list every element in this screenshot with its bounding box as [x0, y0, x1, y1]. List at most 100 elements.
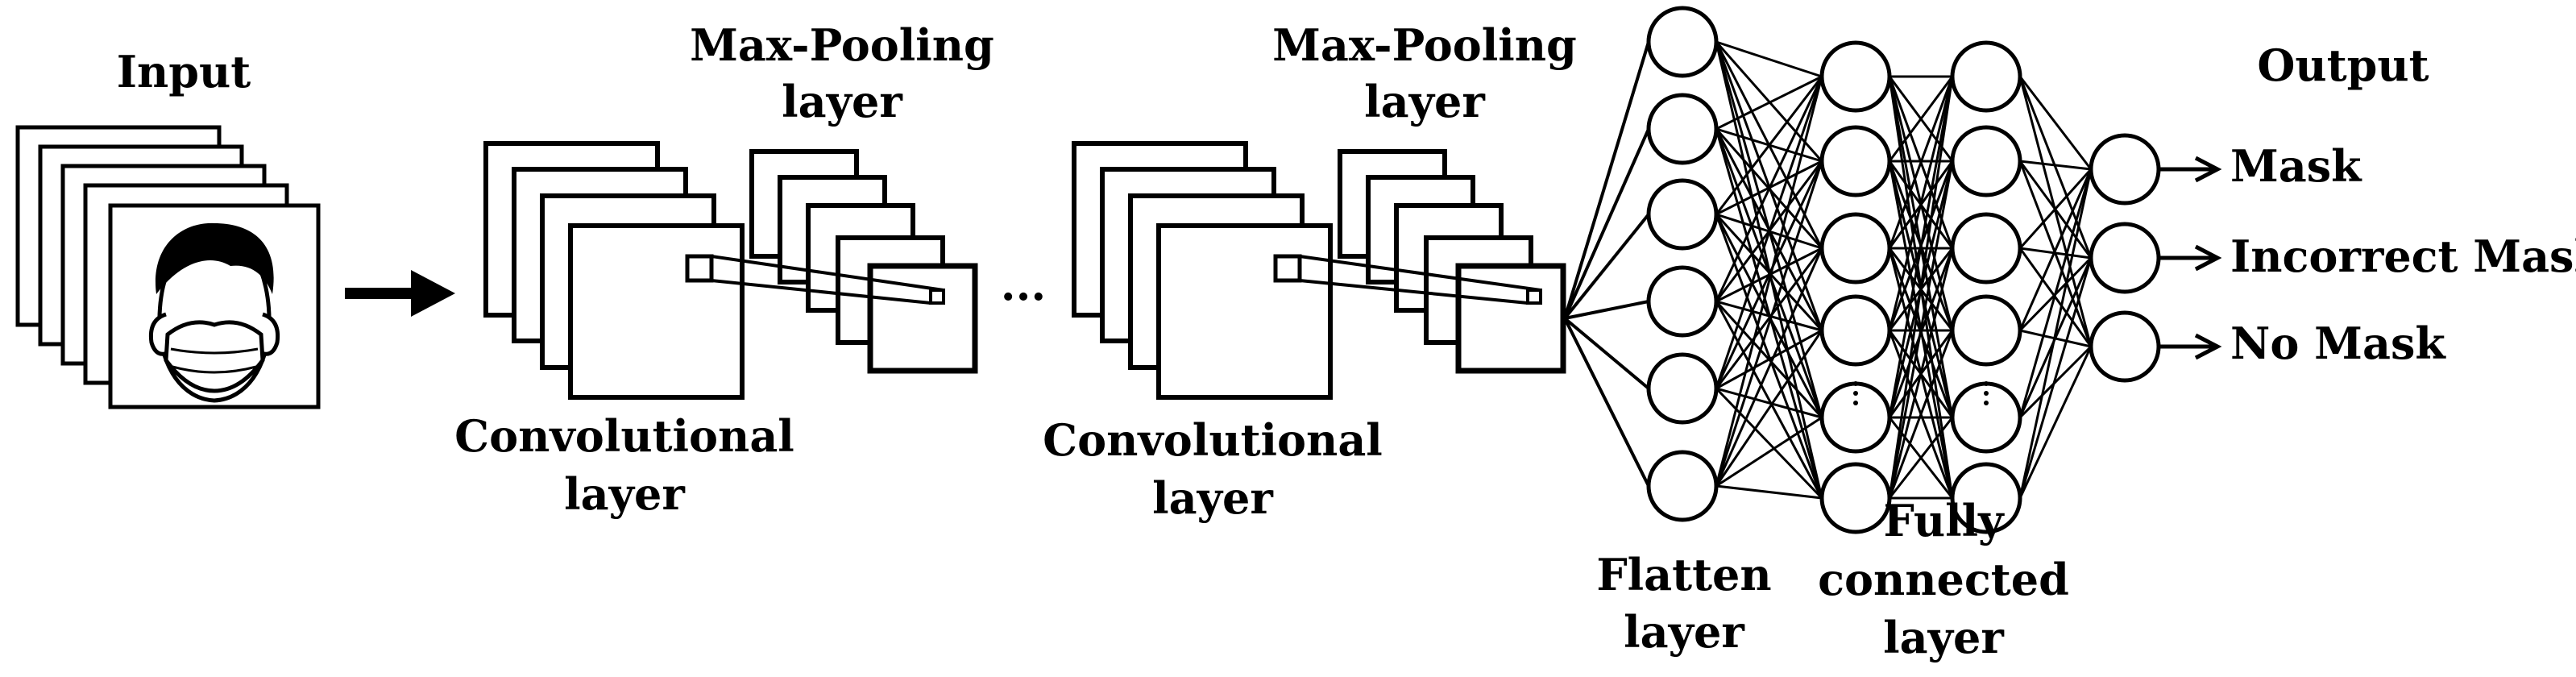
pool2-projection-top	[1299, 255, 1541, 292]
fc1-to-fc2-edge-5-1	[1888, 160, 1954, 499]
input-image-stack	[15, 125, 321, 409]
fc2-node-5	[1950, 462, 2022, 534]
fc1-to-fc2-edge-5-3	[1888, 330, 1954, 499]
fc1-to-fc2-edge-3-0	[1888, 76, 1954, 331]
fc2-to-output-edge-0-0	[2018, 76, 2093, 170]
flatten-to-fc1-edge-4-5	[1715, 387, 1823, 500]
conv2-frame-4	[1156, 223, 1333, 400]
pool1-label-line2: layer	[782, 76, 902, 127]
input-label: Input	[117, 46, 251, 98]
fc2-ellipsis-dot-0	[1984, 381, 1989, 386]
fc-label-line2: connected	[1818, 554, 2069, 605]
output-label-mask: Mask	[2230, 140, 2362, 192]
flatten-label-line2: layer	[1624, 606, 1744, 658]
fc2-to-output-edge-5-2	[2018, 346, 2093, 499]
flatten-label-line1: Flatten	[1596, 549, 1771, 600]
pool1-label-line1: Max-Pooling	[690, 19, 994, 71]
flatten-to-fc1-edge-3-3	[1715, 300, 1823, 332]
fc2-ellipsis-dot-1	[1984, 391, 1989, 396]
pool1-projection-bottom	[711, 279, 931, 305]
flatten-node-3	[1646, 265, 1719, 338]
pool-to-flatten-edge-1	[1563, 128, 1650, 319]
conv-layer-stack-2	[1072, 141, 1333, 400]
flatten-to-fc1-edge-5-4	[1715, 416, 1823, 488]
fc1-node-5	[1819, 462, 1892, 534]
conv1-kernel	[685, 254, 714, 283]
output-arrow-head-0	[2194, 156, 2222, 183]
fc2-to-output-edge-2-0	[2018, 168, 2093, 250]
fc1-node-1	[1819, 125, 1892, 197]
flatten-to-fc1-edge-4-1	[1715, 160, 1823, 389]
output-title: Output	[2257, 39, 2429, 91]
fc1-node-3	[1819, 294, 1892, 367]
conv2-kernel	[1273, 254, 1302, 283]
pool-to-flatten-edge-4	[1563, 317, 1650, 390]
output-label-incorrect-mask: Incorrect Mask	[2230, 231, 2576, 282]
fc2-to-output-edge-4-0	[2018, 168, 2093, 418]
pool-to-flatten-edge-3	[1564, 300, 1649, 320]
flatten-node-1	[1646, 93, 1719, 165]
conv2-label-line2: layer	[1152, 472, 1273, 524]
pool2-frame-5	[1455, 263, 1566, 374]
fc2-ellipsis-dot-2	[1984, 401, 1989, 405]
pool-to-flatten-edge-5	[1563, 318, 1650, 487]
pool-layer-stack-1	[711, 149, 978, 374]
fc1-to-fc2-edge-2-0	[1888, 76, 1954, 249]
fc2-to-output-edge-3-0	[2018, 168, 2093, 331]
fc2-node-1	[1950, 125, 2022, 197]
fc2-to-output-edge-2-1	[2019, 247, 2092, 260]
conv-layer-stack-1	[483, 141, 745, 400]
fc1-to-fc2-edge-4-0	[1888, 76, 1954, 418]
fc1-node-0	[1819, 40, 1892, 113]
ellipsis: ...	[1001, 259, 1046, 310]
fc2-to-output-edge-5-1	[2018, 257, 2093, 499]
flatten-to-fc1-edge-4-3	[1715, 329, 1823, 390]
conv1-frame-4	[568, 223, 745, 400]
flatten-to-fc1-edge-2-0	[1715, 76, 1823, 215]
output-node-0	[2089, 133, 2161, 206]
flatten-to-fc1-edge-3-0	[1715, 76, 1823, 302]
network-nodes	[1646, 6, 2161, 534]
network-connections	[1563, 40, 2093, 500]
output-arrow-head-2	[2194, 333, 2222, 360]
fc2-node-2	[1950, 212, 2022, 285]
flatten-to-fc1-edge-5-2	[1715, 247, 1823, 487]
fc1-ellipsis-dot-1	[1853, 391, 1858, 396]
flatten-node-5	[1646, 450, 1719, 522]
pool-to-flatten-edge-2	[1563, 213, 1650, 320]
pool1-projection-top	[711, 255, 944, 292]
conv1-label-line2: layer	[564, 468, 685, 520]
fc-label-line1: Fully	[1883, 495, 2005, 546]
face-mask-icon	[148, 222, 280, 403]
pool-to-flatten-edge-0	[1563, 41, 1650, 319]
fc1-ellipsis-dot-2	[1853, 401, 1858, 405]
flatten-node-4	[1646, 352, 1719, 425]
flatten-to-fc1-edge-5-0	[1715, 76, 1823, 487]
fc1-ellipsis-dot-0	[1853, 381, 1858, 386]
fc2-node-0	[1950, 40, 2022, 113]
output-arrows	[2159, 156, 2222, 360]
flatten-to-fc1-edge-4-2	[1715, 247, 1823, 389]
pool-layer-stack-2	[1299, 149, 1566, 374]
conv2-label-line1: Convolutional	[1043, 414, 1383, 466]
fc1-to-fc2-edge-5-4	[1888, 417, 1954, 499]
pool2-label-line2: layer	[1364, 76, 1485, 127]
pool2-label-line1: Max-Pooling	[1272, 19, 1577, 71]
conv1-label-line1: Convolutional	[454, 410, 794, 462]
flatten-node-2	[1646, 178, 1719, 251]
pool2-projection-bottom	[1299, 279, 1529, 305]
flatten-to-fc1-edge-4-4	[1715, 387, 1823, 419]
fc2-to-output-edge-5-0	[2018, 168, 2093, 499]
flatten-to-fc1-edge-5-5	[1715, 484, 1823, 500]
flatten-to-fc1-edge-4-0	[1715, 76, 1823, 389]
fc1-to-fc2-edge-1-0	[1888, 76, 1954, 162]
fc1-to-fc2-edge-5-2	[1888, 247, 1954, 499]
flatten-node-0	[1646, 6, 1719, 78]
fc-label-line3: layer	[1883, 612, 2004, 663]
fc2-to-output-edge-1-0	[2019, 160, 2092, 171]
fc2-node-3	[1950, 294, 2022, 367]
fc1-to-fc2-edge-5-0	[1888, 76, 1954, 499]
flatten-to-fc1-edge-5-3	[1715, 330, 1823, 487]
arrow-right-icon	[345, 270, 455, 317]
